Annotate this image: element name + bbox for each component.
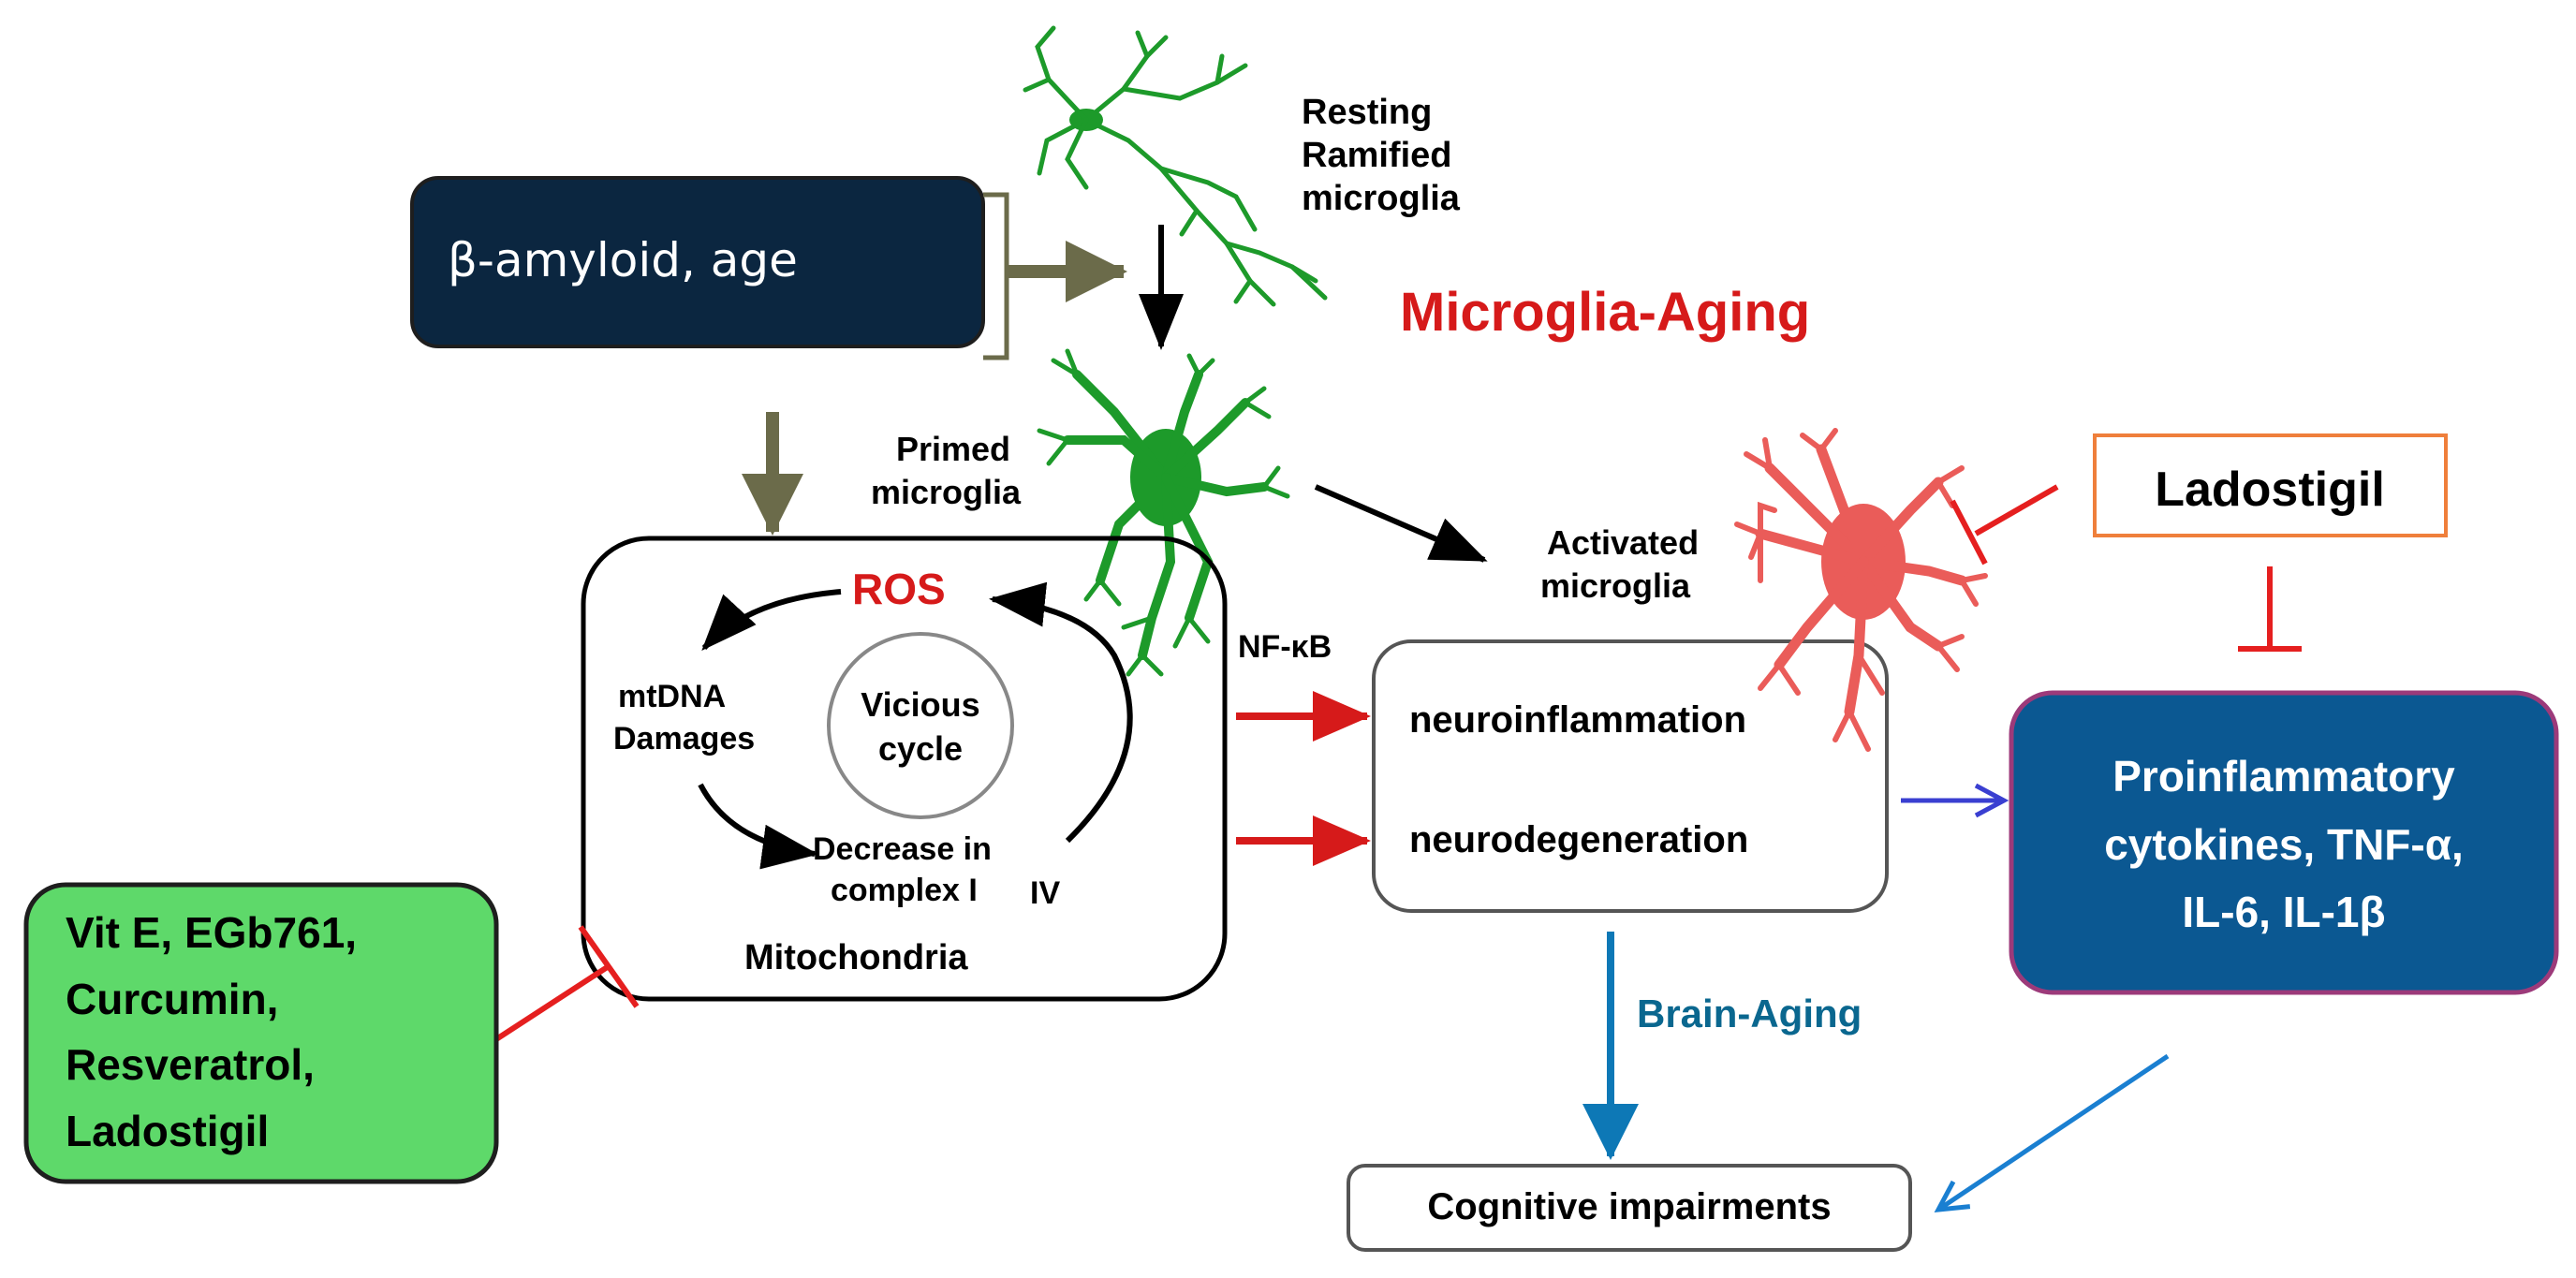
antioxidant-label-line1: Vit E, EGb761, xyxy=(66,908,357,957)
primed-label-line1: Primed xyxy=(896,430,1010,468)
antioxidant-inhibit-bar xyxy=(578,925,640,1008)
mitochondria-box xyxy=(581,536,1228,1002)
cytokines-label-line2: cytokines, TNF-α, xyxy=(2104,820,2464,869)
vicious-label-line2: cycle xyxy=(878,729,963,768)
brain-aging-label: Brain-Aging xyxy=(1637,992,1862,1036)
ladostigil-to-microglia-inhibit-line xyxy=(1974,484,2059,536)
activated-label-line1: Activated xyxy=(1547,523,1699,562)
antioxidant-inhibit-line xyxy=(494,963,611,1042)
decrease-label-line1: Decrease in xyxy=(813,831,992,867)
cytokines-label-line3: IL-6, IL-1β xyxy=(2182,888,2385,936)
mtdna-label-line2: Damages xyxy=(613,721,755,757)
amyloid-box xyxy=(410,176,985,348)
neuroinflammation-label: neuroinflammation xyxy=(1409,699,1746,741)
diagram-title: Microglia-Aging xyxy=(1400,282,1810,343)
mitochondria-label: Mitochondria xyxy=(744,938,968,977)
activated-label-line2: microglia xyxy=(1540,566,1691,605)
ros-to-mtdna-arrow xyxy=(701,589,842,651)
primed-to-activated-arrow xyxy=(1314,484,1488,563)
resting-label-line2: Ramified xyxy=(1302,136,1451,175)
complex-iv-label: IV xyxy=(1030,875,1060,911)
primed-label-line2: microglia xyxy=(871,473,1022,511)
neurodegeneration-label: neurodegeneration xyxy=(1409,819,1748,860)
neuro-box xyxy=(1372,639,1889,913)
resting-label-line1: Resting xyxy=(1302,93,1432,132)
decrease-label-line2: complex I xyxy=(831,873,978,908)
amyloid-label: β-amyloid, age xyxy=(448,233,798,287)
vicious-cycle-circle xyxy=(827,632,1014,819)
cognitive-label: Cognitive impairments xyxy=(1427,1186,1831,1227)
antioxidant-label-line4: Ladostigil xyxy=(66,1107,269,1155)
ladostigil-label: Ladostigil xyxy=(2155,463,2385,517)
antioxidant-box xyxy=(23,882,499,1184)
cytokines-box xyxy=(2009,690,2559,995)
ladostigil-to-microglia-inhibit-bar xyxy=(1950,499,1988,566)
vicious-label-line1: Vicious xyxy=(861,685,979,724)
resting-label-line3: microglia xyxy=(1302,179,1461,218)
mtdna-to-complex-arrow xyxy=(698,783,818,870)
activated-microglia-icon xyxy=(1734,428,1988,752)
nfkb-label: NF-κB xyxy=(1238,629,1332,665)
antioxidant-label-line2: Curcumin, xyxy=(66,975,278,1023)
cytokines-to-cognitive-arrow xyxy=(1934,1053,2170,1212)
mtdna-label-line1: mtDNA xyxy=(618,679,726,714)
cognitive-box xyxy=(1347,1164,1912,1252)
ros-label: ROS xyxy=(852,565,946,613)
antioxidant-label-line3: Resveratrol, xyxy=(66,1040,315,1089)
primed-microglia-icon xyxy=(1037,348,1290,677)
cytokines-label-line1: Proinflammatory xyxy=(2112,752,2455,801)
amyloid-bracket xyxy=(983,192,1009,360)
complex-to-ros-arrow xyxy=(989,581,1133,844)
ladostigil-box xyxy=(2093,433,2448,537)
resting-microglia-icon xyxy=(1023,25,1328,307)
